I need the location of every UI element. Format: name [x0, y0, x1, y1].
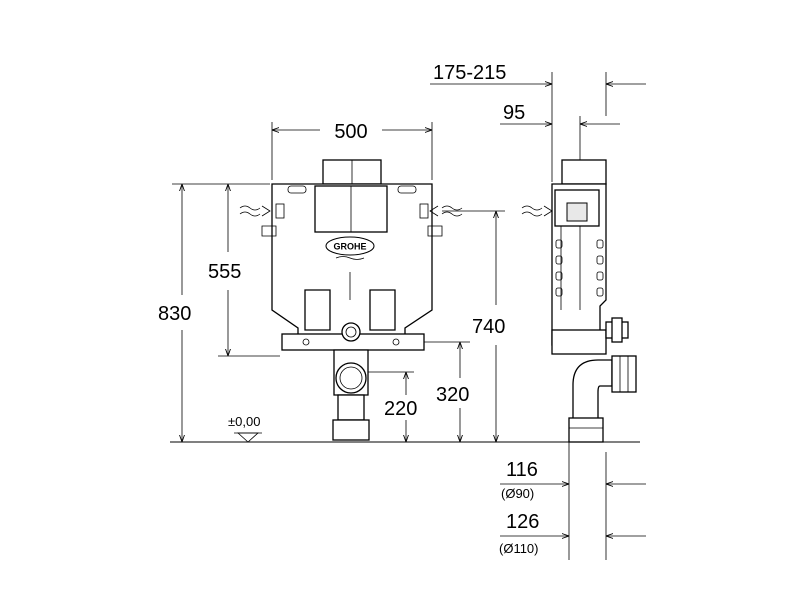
dim-depth-frame-label: 95 [503, 102, 525, 124]
dim-height-connector-label: 320 [436, 384, 469, 406]
dim-depth-range [430, 72, 646, 182]
dim-height-flush-label: 555 [208, 261, 241, 283]
floor-level-label: ±0,00 [228, 414, 260, 429]
frame-leg-right [369, 289, 396, 331]
side-bracket-right [419, 203, 429, 219]
dim-width-label: 500 [334, 121, 367, 143]
side-view [521, 159, 637, 443]
frame-leg-left [304, 289, 331, 331]
drain-pipe [337, 394, 365, 421]
side-drain-outlet [611, 355, 637, 393]
dim-height-drain-label: 220 [384, 398, 417, 420]
side-bottom-rail [551, 329, 607, 355]
wall-bracket-left [261, 225, 277, 237]
connection-fitting [341, 322, 361, 342]
dim-drain-offset-90-label: 116 [506, 459, 538, 481]
side-flush-plate-box [561, 159, 607, 185]
dim-height-flush [218, 184, 280, 357]
dim-drain-diameter-110-label: (Ø110) [499, 541, 539, 556]
logo-text: GROHE [333, 242, 366, 252]
dim-height-drain [368, 371, 414, 442]
dim-drain-offset-90 [500, 442, 646, 560]
dim-height-total [172, 183, 270, 442]
dim-height-side [442, 210, 505, 442]
side-bracket-left [275, 203, 285, 219]
front-view: GROHE [239, 159, 463, 441]
dim-height-total-label: 830 [158, 303, 191, 325]
dim-height-connector [424, 341, 470, 442]
dim-drain-offset-110-label: 126 [506, 511, 539, 533]
grohe-logo: GROHE [325, 236, 375, 260]
dim-depth-frame [500, 116, 620, 160]
side-drain-collar [568, 417, 604, 443]
mounting-slot-left [287, 185, 307, 194]
floor-level-marker [234, 432, 262, 443]
dim-drain-diameter-90-label: (Ø90) [501, 486, 534, 501]
dim-height-side-label: 740 [472, 316, 505, 338]
side-ribs [555, 239, 604, 297]
side-valve-block [566, 202, 588, 222]
drain-bend-opening [335, 362, 367, 394]
mounting-slot-right [397, 185, 417, 194]
side-drain-elbow [572, 359, 613, 421]
water-inlet-left-icon [239, 205, 271, 217]
dim-width-front [271, 122, 433, 180]
drain-pipe-collar [332, 419, 370, 441]
water-inlet-right-icon [429, 205, 463, 217]
dim-depth-range-label: 175-215 [433, 62, 506, 84]
side-water-inlet-icon [521, 205, 553, 217]
wall-bracket-right [427, 225, 443, 237]
side-connector-flange [611, 317, 623, 343]
